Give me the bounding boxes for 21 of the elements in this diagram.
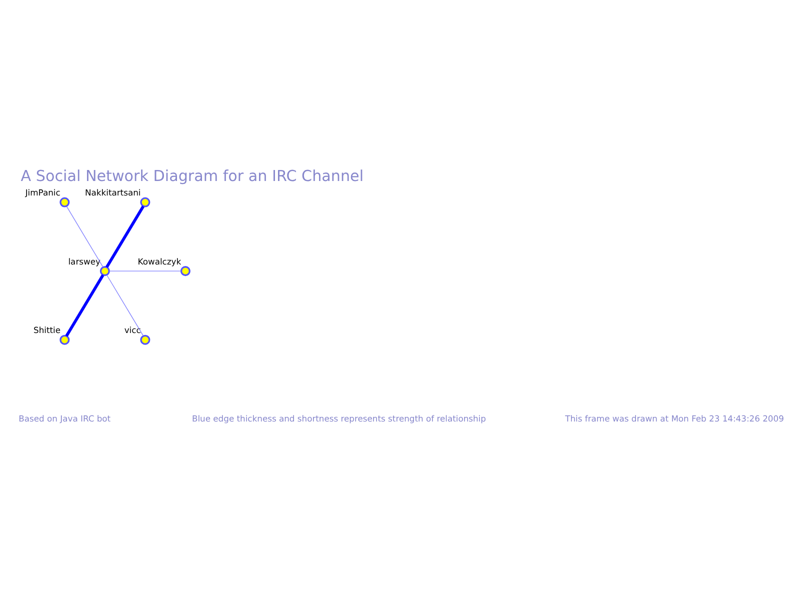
connector [106,274,144,336]
label: Blue edge thickness and shortness represents strength of relationship [192,414,486,424]
connector [108,270,182,272]
label: Based on Java IRC bot [18,414,111,424]
node-circle [140,334,150,345]
connector [105,206,144,268]
node-circle [60,334,70,345]
connector [65,274,104,337]
node-label: Kowalczyk [138,256,182,266]
node-circle [100,266,110,276]
node-label: Nakkitartsani [85,188,141,198]
node-circle [140,197,150,208]
node-circle [60,197,70,208]
node-label: larswey [68,256,100,266]
diagram-title: A Social Network Diagram for an IRC Channel [20,166,364,185]
label: This frame was drawn at Mon Feb 23 14:43:26 2009 [565,414,784,424]
connector [66,206,104,268]
node-circle [180,266,190,276]
node-label: JimPanic [25,188,60,198]
node-label: Shittie [34,325,61,336]
node-label: vicc [124,325,141,336]
